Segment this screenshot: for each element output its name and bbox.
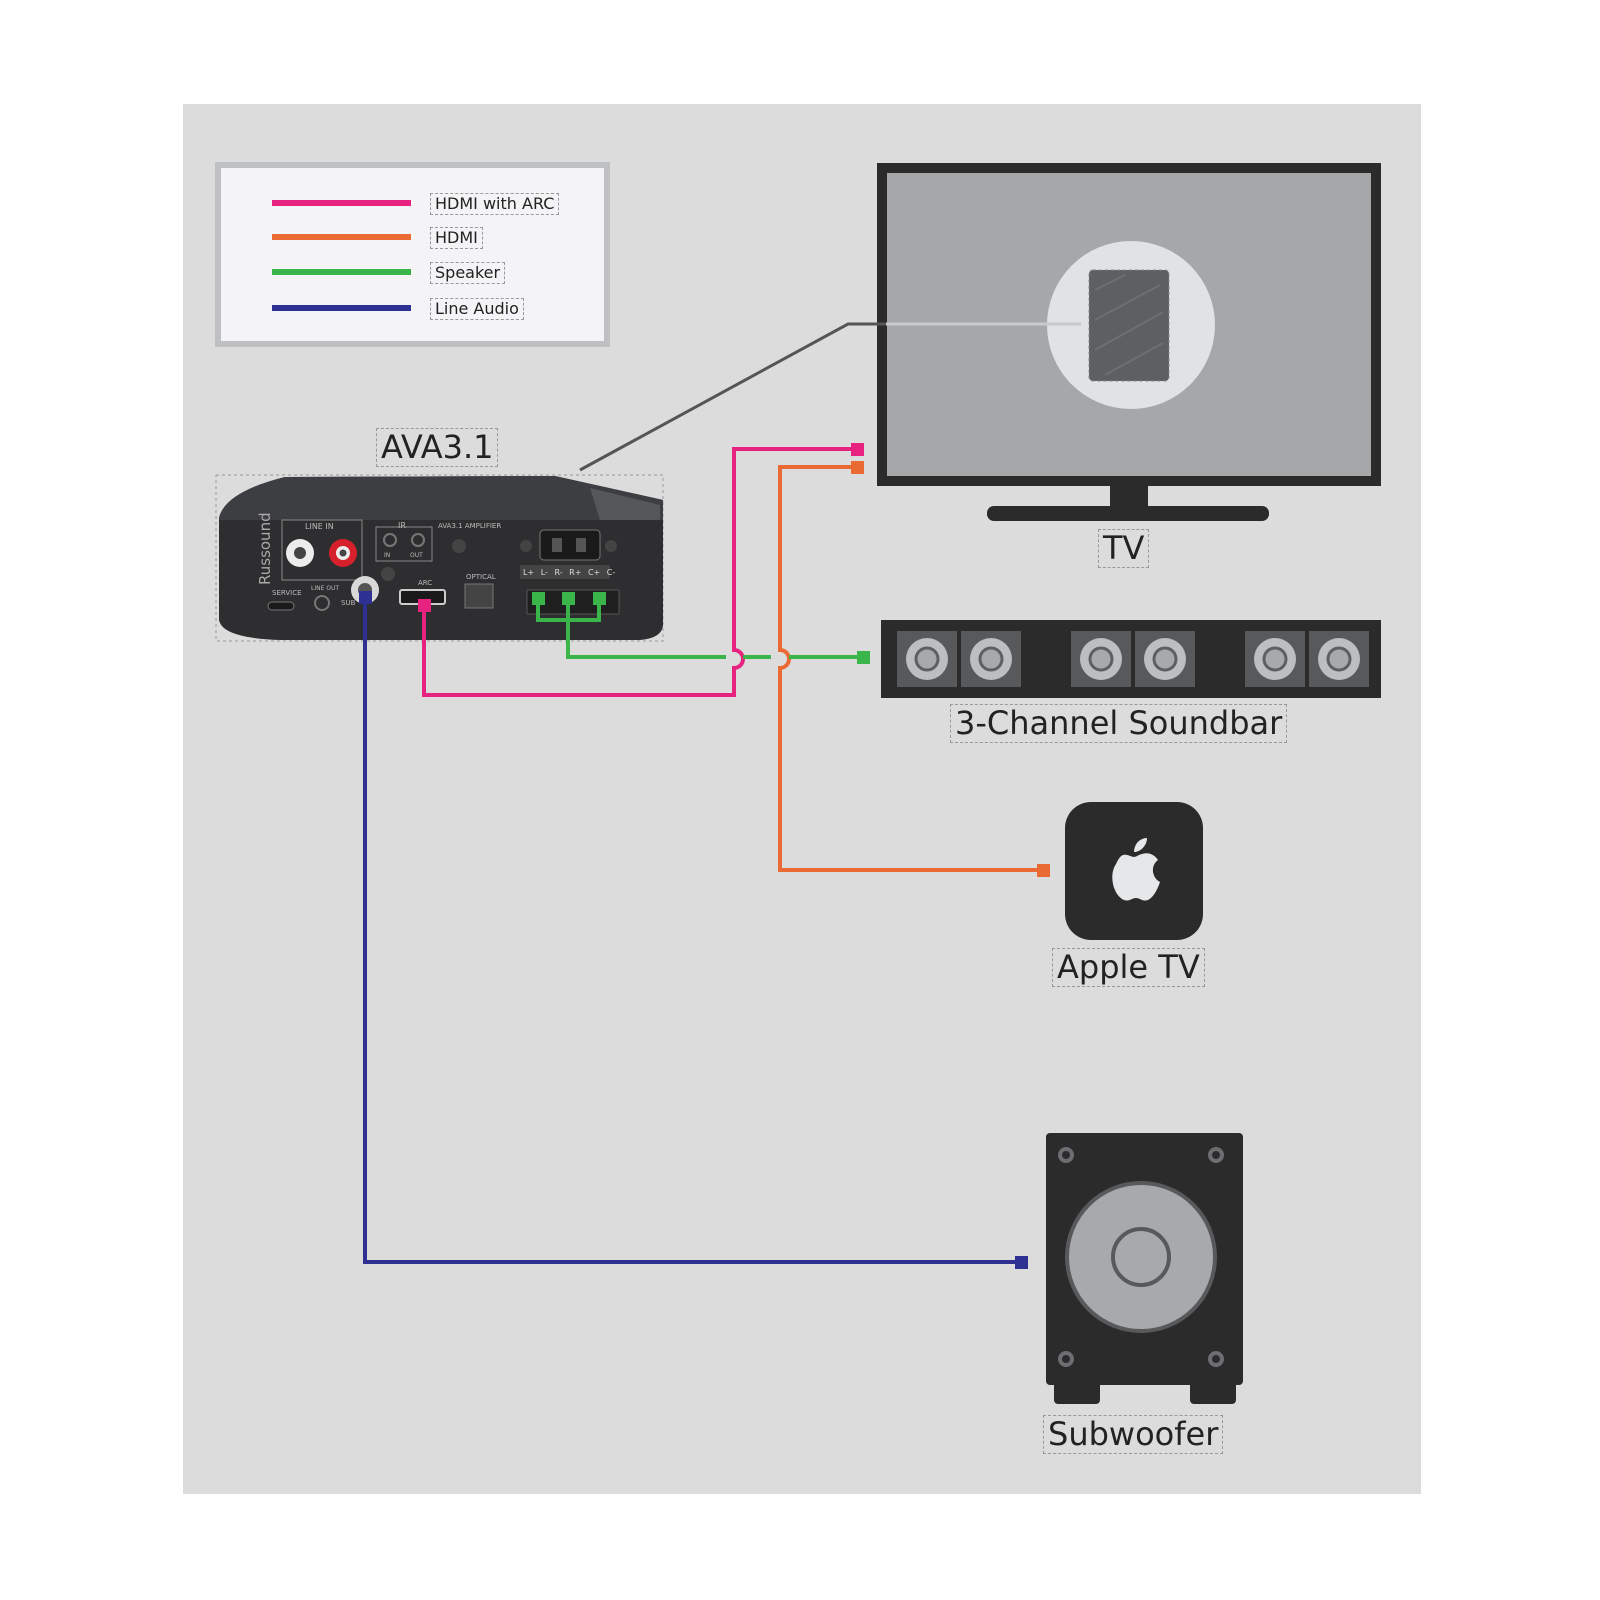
hdmi-port-icon bbox=[1088, 269, 1170, 382]
hdmi-appletv-connector bbox=[1037, 864, 1050, 877]
panel-arc: ARC bbox=[418, 579, 432, 587]
power-inlet bbox=[539, 529, 601, 561]
apple-tv bbox=[1065, 802, 1203, 940]
panel-ir: IR bbox=[398, 521, 406, 530]
brand-logo: Russound bbox=[256, 512, 274, 585]
panel-line-out: LINE OUT bbox=[311, 585, 339, 592]
cable-hdmi-arc bbox=[422, 447, 856, 697]
optical-port bbox=[464, 583, 494, 609]
line-audio-sub-connector bbox=[1015, 1256, 1028, 1269]
subwoofer bbox=[1046, 1133, 1243, 1404]
line-audio-amp-connector bbox=[359, 591, 372, 604]
amplifier-label: AVA3.1 bbox=[376, 428, 499, 467]
subwoofer-label: Subwoofer bbox=[1043, 1415, 1224, 1454]
tv-label: TV bbox=[1098, 529, 1150, 568]
legend-label-hdmi-arc: HDMI with ARC bbox=[430, 193, 560, 216]
speaker-driver-icon bbox=[897, 631, 1369, 687]
legend bbox=[215, 162, 610, 347]
hdmi-arc-connector bbox=[418, 599, 431, 612]
speaker-soundbar-connector bbox=[857, 651, 870, 664]
cable-speaker bbox=[536, 598, 860, 659]
panel-optical: OPTICAL bbox=[466, 573, 496, 581]
legend-label-speaker: Speaker bbox=[430, 262, 506, 285]
panel-service: SERVICE bbox=[272, 589, 302, 597]
legend-label-hdmi: HDMI bbox=[430, 227, 483, 250]
hdmi-tv-connector bbox=[851, 461, 864, 474]
apple-logo-icon bbox=[1112, 838, 1160, 901]
hdmi-arc-tv-connector bbox=[851, 443, 864, 456]
amplifier: Russound LINE IN IR IN OUT AVA3.1 AMPLIF… bbox=[215, 474, 664, 642]
cable-line-audio bbox=[363, 597, 1021, 1264]
tv bbox=[877, 163, 1381, 521]
panel-terminals: L+ L- R- R+ C+ C- bbox=[523, 568, 615, 577]
speaker-connector-1 bbox=[532, 592, 545, 605]
speaker-connector-3 bbox=[593, 592, 606, 605]
soundbar bbox=[881, 620, 1381, 698]
panel-line-in: LINE IN bbox=[305, 522, 334, 531]
speaker-connector-2 bbox=[562, 592, 575, 605]
legend-label-line-audio: Line Audio bbox=[430, 298, 524, 321]
panel-ir-out: OUT bbox=[410, 552, 423, 559]
soundbar-label: 3-Channel Soundbar bbox=[950, 704, 1288, 743]
panel-model: AVA3.1 AMPLIFIER bbox=[438, 522, 501, 530]
apple-tv-label: Apple TV bbox=[1052, 948, 1205, 987]
panel-sub: SUB bbox=[341, 599, 356, 607]
panel-ir-in: IN bbox=[384, 552, 390, 559]
